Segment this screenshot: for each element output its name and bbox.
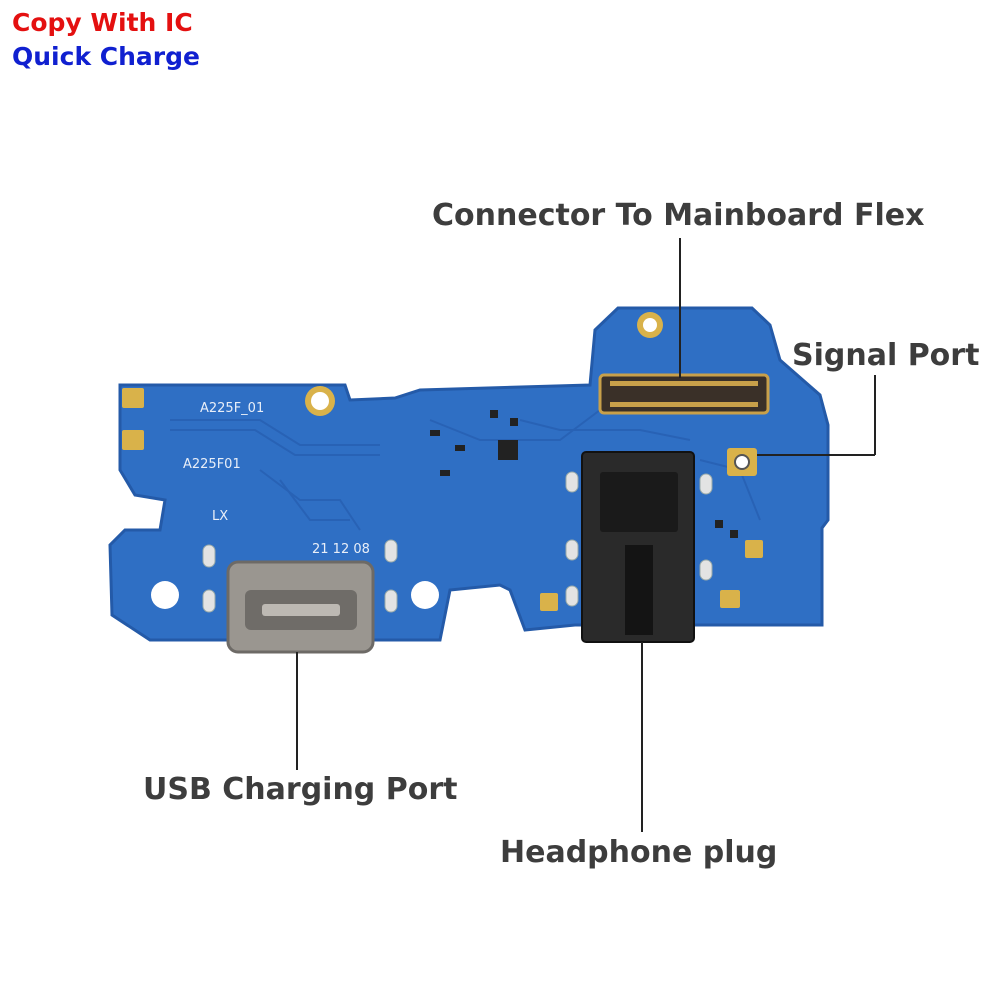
gold-pad bbox=[122, 430, 144, 450]
gold-components bbox=[540, 540, 763, 611]
silk-date: 21 12 08 bbox=[312, 542, 370, 557]
silk-model-mid: A225F01 bbox=[183, 457, 241, 472]
quick-charge-label: Quick Charge bbox=[12, 42, 200, 71]
headphone-callout-label: Headphone plug bbox=[500, 835, 778, 870]
mount-hole bbox=[151, 581, 179, 609]
mainboard-connector bbox=[598, 373, 770, 415]
solder-pads bbox=[202, 471, 713, 613]
signal-port-callout-label: Signal Port bbox=[792, 338, 980, 373]
callout-lines bbox=[296, 238, 876, 832]
usb-port-callout-label: USB Charging Port bbox=[143, 772, 458, 807]
silk-model-top: A225F_01 bbox=[200, 401, 264, 416]
connector-callout-label: Connector To Mainboard Flex bbox=[432, 198, 925, 233]
pcb-traces bbox=[170, 409, 761, 531]
small-components bbox=[430, 410, 738, 538]
pcb-outline bbox=[108, 306, 830, 642]
copy-with-ic-label: Copy With IC bbox=[12, 8, 193, 37]
gold-pad bbox=[122, 388, 144, 408]
mount-hole bbox=[411, 581, 439, 609]
silk-lx: LX bbox=[212, 509, 228, 524]
